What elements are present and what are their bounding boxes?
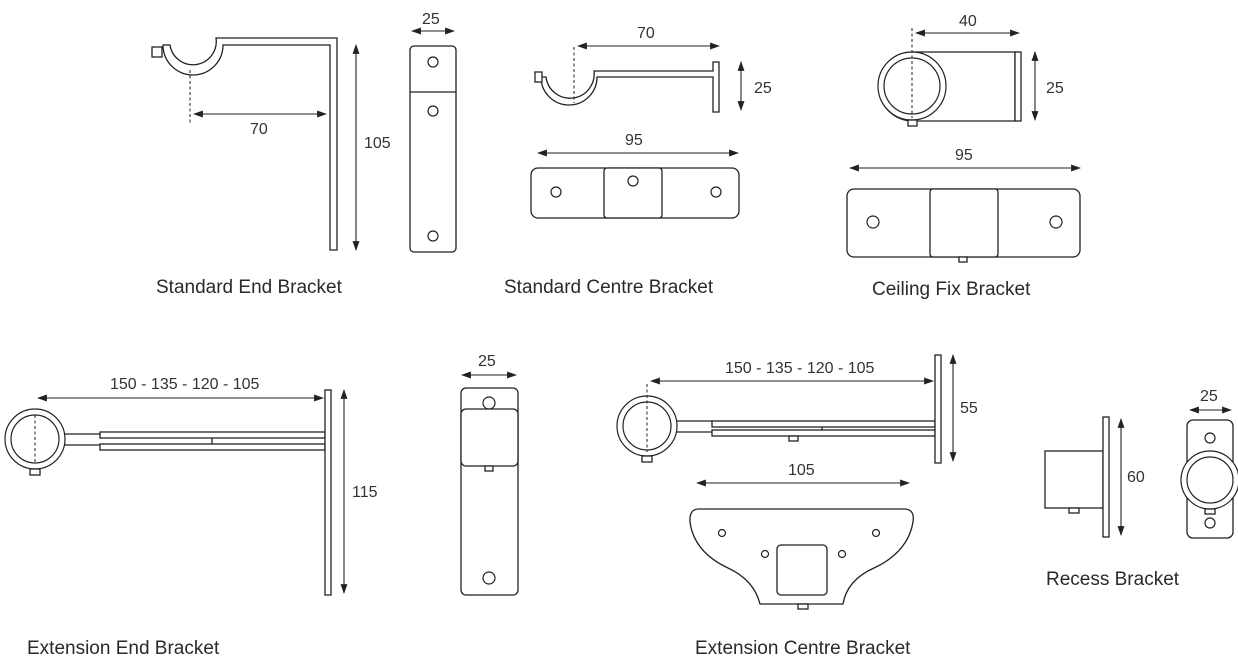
set-screw-icon (29, 468, 41, 476)
height-label: 55 (960, 400, 978, 417)
extension-centre-side-view: 150 - 135 - 120 - 105 55 (616, 354, 978, 464)
screw-hole-icon (760, 549, 770, 559)
standard-centre-side-view: 70 25 (534, 25, 772, 113)
height-label: 60 (1127, 469, 1145, 486)
width-label: 25 (422, 11, 440, 28)
standard-end-bracket: 70 105 25 Standard End Bracket (151, 11, 457, 298)
screw-hole-icon (427, 230, 439, 242)
screw-hole-icon (1049, 215, 1063, 229)
set-screw-icon (907, 119, 918, 127)
standard-end-front-view: 25 (409, 11, 457, 253)
set-screw-icon (641, 455, 653, 463)
height-label: 105 (364, 135, 391, 152)
screw-hole-icon (1204, 517, 1216, 529)
standard-centre-bracket: 70 25 95 Standard Centre Bracket (504, 25, 772, 298)
ceiling-fix-bracket: 40 25 95 Ceiling Fix Bracket (846, 13, 1081, 300)
length-label: 95 (955, 147, 973, 164)
projection-label: 70 (637, 25, 655, 42)
width-label: 25 (1200, 388, 1218, 405)
screw-hole-icon (627, 175, 639, 187)
height-label: 25 (1046, 80, 1064, 97)
recess-front-view: 25 (1180, 388, 1238, 539)
extension-centre-top-view: 105 (689, 462, 914, 610)
screw-hole-icon (866, 215, 880, 229)
bracket-caption: Extension End Bracket (27, 638, 220, 658)
standard-end-side-view: 70 105 (151, 37, 391, 251)
standard-centre-top-view: 95 (530, 132, 740, 219)
bracket-caption: Extension Centre Bracket (695, 638, 911, 658)
screw-hole-icon (1204, 432, 1216, 444)
set-screw-icon (1068, 507, 1080, 514)
screw-hole-icon (710, 186, 722, 198)
projection-label: 40 (959, 13, 977, 30)
height-label: 25 (754, 80, 772, 97)
recess-bracket: 60 25 Recess Bracket (1044, 388, 1238, 590)
bracket-caption: Recess Bracket (1046, 569, 1180, 590)
width-label: 25 (478, 353, 496, 370)
bracket-caption: Standard End Bracket (156, 277, 343, 298)
recess-side-view: 60 (1044, 416, 1145, 538)
screw-hole-icon (871, 528, 881, 538)
projection-label: 150 - 135 - 120 - 105 (110, 376, 260, 393)
screw-hole-icon (427, 105, 439, 117)
screw-hole-icon (427, 56, 439, 68)
extension-end-bracket: 150 - 135 - 120 - 105 115 25 Extension E… (4, 353, 519, 658)
screw-hole-icon (482, 571, 496, 585)
bracket-caption: Standard Centre Bracket (504, 277, 714, 298)
length-label: 105 (788, 462, 815, 479)
length-label: 95 (625, 132, 643, 149)
extension-end-front-view: 25 (460, 353, 519, 596)
ceiling-fix-top-view: 95 (846, 147, 1081, 263)
screw-hole-icon (550, 186, 562, 198)
screw-hole-icon (837, 549, 847, 559)
projection-label: 70 (250, 121, 268, 138)
bracket-caption: Ceiling Fix Bracket (872, 279, 1031, 300)
height-label: 115 (352, 484, 378, 501)
set-screw-icon (151, 46, 163, 58)
screw-hole-icon (482, 396, 496, 410)
projection-label: 150 - 135 - 120 - 105 (725, 360, 875, 377)
extension-end-side-view: 150 - 135 - 120 - 105 115 (4, 376, 378, 596)
set-screw-icon (534, 71, 543, 83)
ceiling-fix-side-view: 40 25 (877, 13, 1064, 127)
extension-centre-bracket: 150 - 135 - 120 - 105 55 105 Extension C… (616, 354, 978, 658)
screw-hole-icon (717, 528, 727, 538)
